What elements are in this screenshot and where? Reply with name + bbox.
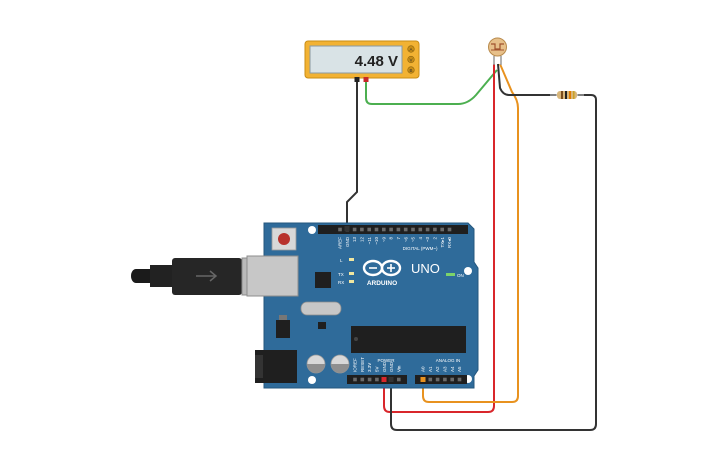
- wire-5v-ldr[interactable]: [383, 64, 495, 413]
- terminal-a[interactable]: [407, 45, 415, 53]
- l-led-label: L: [340, 258, 343, 263]
- wire-a0-ldr[interactable]: [422, 63, 519, 403]
- analog-pin[interactable]: [443, 377, 447, 382]
- digital-pin[interactable]: [403, 227, 408, 232]
- digital-label: DIGITAL (PWM~): [403, 246, 438, 251]
- analog-pin[interactable]: [457, 377, 462, 382]
- terminal-label-b: B: [409, 68, 412, 73]
- power-pin-label: IOREF: [353, 358, 358, 372]
- terminal-v[interactable]: [407, 55, 415, 64]
- resistor-icon[interactable]: [550, 91, 584, 99]
- power-pin-label: RESET: [360, 357, 365, 372]
- power-pin[interactable]: [375, 377, 379, 382]
- digital-pin[interactable]: [360, 227, 364, 232]
- analog-pin[interactable]: [428, 377, 433, 382]
- digital-pin-label: 2: [433, 237, 438, 240]
- digital-pin-label: ~5: [411, 237, 416, 243]
- multimeter-reading: 4.48 V: [355, 53, 398, 70]
- digital-pin-label: TX▸1: [440, 237, 445, 248]
- arduino-logo: [362, 259, 402, 277]
- multimeter[interactable]: 4.48 V A V B: [304, 40, 420, 82]
- probe-v[interactable]: [363, 77, 369, 82]
- digital-pin-label: 4: [418, 237, 423, 240]
- photoresistor-icon[interactable]: [488, 37, 507, 65]
- digital-pin-label: 8: [389, 237, 394, 240]
- digital-pin[interactable]: [433, 227, 437, 232]
- brand-label: ARDUINO: [367, 280, 397, 287]
- digital-pin-label: 7: [396, 237, 401, 240]
- power-pin[interactable]: [367, 377, 372, 382]
- analog-pin-label: A3: [443, 366, 448, 372]
- power-pin[interactable]: [353, 377, 357, 382]
- digital-pin-label: ~6: [403, 237, 408, 243]
- terminal-label-a: A: [409, 47, 412, 52]
- power-label: POWER: [377, 358, 395, 363]
- digital-pin[interactable]: [389, 227, 393, 232]
- atmega-chip: [351, 326, 466, 353]
- digital-pin-label: AREF: [338, 237, 343, 249]
- wire-meter-gnd[interactable]: [346, 80, 358, 228]
- wire-gnd-resistor[interactable]: [390, 94, 597, 431]
- digital-pin[interactable]: [411, 227, 415, 232]
- rx-led-label: RX: [338, 280, 344, 285]
- power-pin[interactable]: [397, 377, 401, 382]
- digital-pin[interactable]: [440, 227, 444, 232]
- digital-pin-label: ~9: [381, 237, 386, 243]
- multimeter-display: [309, 45, 403, 74]
- probe-com[interactable]: [354, 77, 360, 82]
- digital-pin[interactable]: [418, 227, 423, 232]
- digital-header[interactable]: [318, 225, 468, 234]
- analog-header[interactable]: [415, 375, 467, 384]
- wire-meter-ldr[interactable]: [365, 69, 498, 105]
- digital-pin-label: 13: [352, 237, 357, 243]
- digital-pin[interactable]: [425, 227, 430, 232]
- digital-pin[interactable]: [338, 227, 342, 232]
- analog-pin-label: A5: [457, 366, 462, 372]
- digital-pin-label: RX◂0: [447, 237, 452, 249]
- analog-pin[interactable]: [450, 377, 454, 382]
- tx-led-label: TX: [338, 272, 344, 277]
- digital-pin-label: 12: [360, 237, 365, 243]
- digital-pin[interactable]: [367, 227, 371, 232]
- analog-pin-label: A1: [428, 366, 433, 372]
- digital-pin[interactable]: [374, 227, 379, 232]
- digital-pin[interactable]: [396, 227, 401, 232]
- digital-pin[interactable]: [447, 227, 452, 232]
- model-label: UNO: [411, 261, 440, 276]
- analog-pin-label: A2: [435, 366, 440, 372]
- on-led-label: ON: [457, 273, 464, 278]
- digital-pin[interactable]: [352, 227, 357, 232]
- digital-pin-label: ~3: [425, 237, 430, 243]
- analog-pin[interactable]: [435, 377, 440, 382]
- power-pin-label: Vin: [396, 365, 401, 372]
- digital-pin-label: ~11: [367, 237, 372, 245]
- power-pin-label: 3.3V: [367, 363, 372, 372]
- digital-pin-label: GND: [345, 236, 350, 247]
- wire-resistor-ldr[interactable]: [497, 63, 556, 96]
- analog-label: ANALOG IN: [436, 358, 461, 363]
- terminal-b[interactable]: [407, 66, 415, 74]
- digital-pin-label: ~10: [374, 237, 379, 245]
- analog-pin-label: A4: [450, 366, 455, 372]
- power-pin-label: 5V: [375, 366, 380, 372]
- digital-pin[interactable]: [382, 227, 386, 232]
- power-pin-label: GND: [389, 361, 394, 372]
- analog-pin-label: A0: [421, 366, 426, 372]
- power-pin[interactable]: [360, 377, 365, 382]
- terminal-label-v: V: [409, 58, 412, 63]
- power-pin-label: GND: [382, 361, 387, 372]
